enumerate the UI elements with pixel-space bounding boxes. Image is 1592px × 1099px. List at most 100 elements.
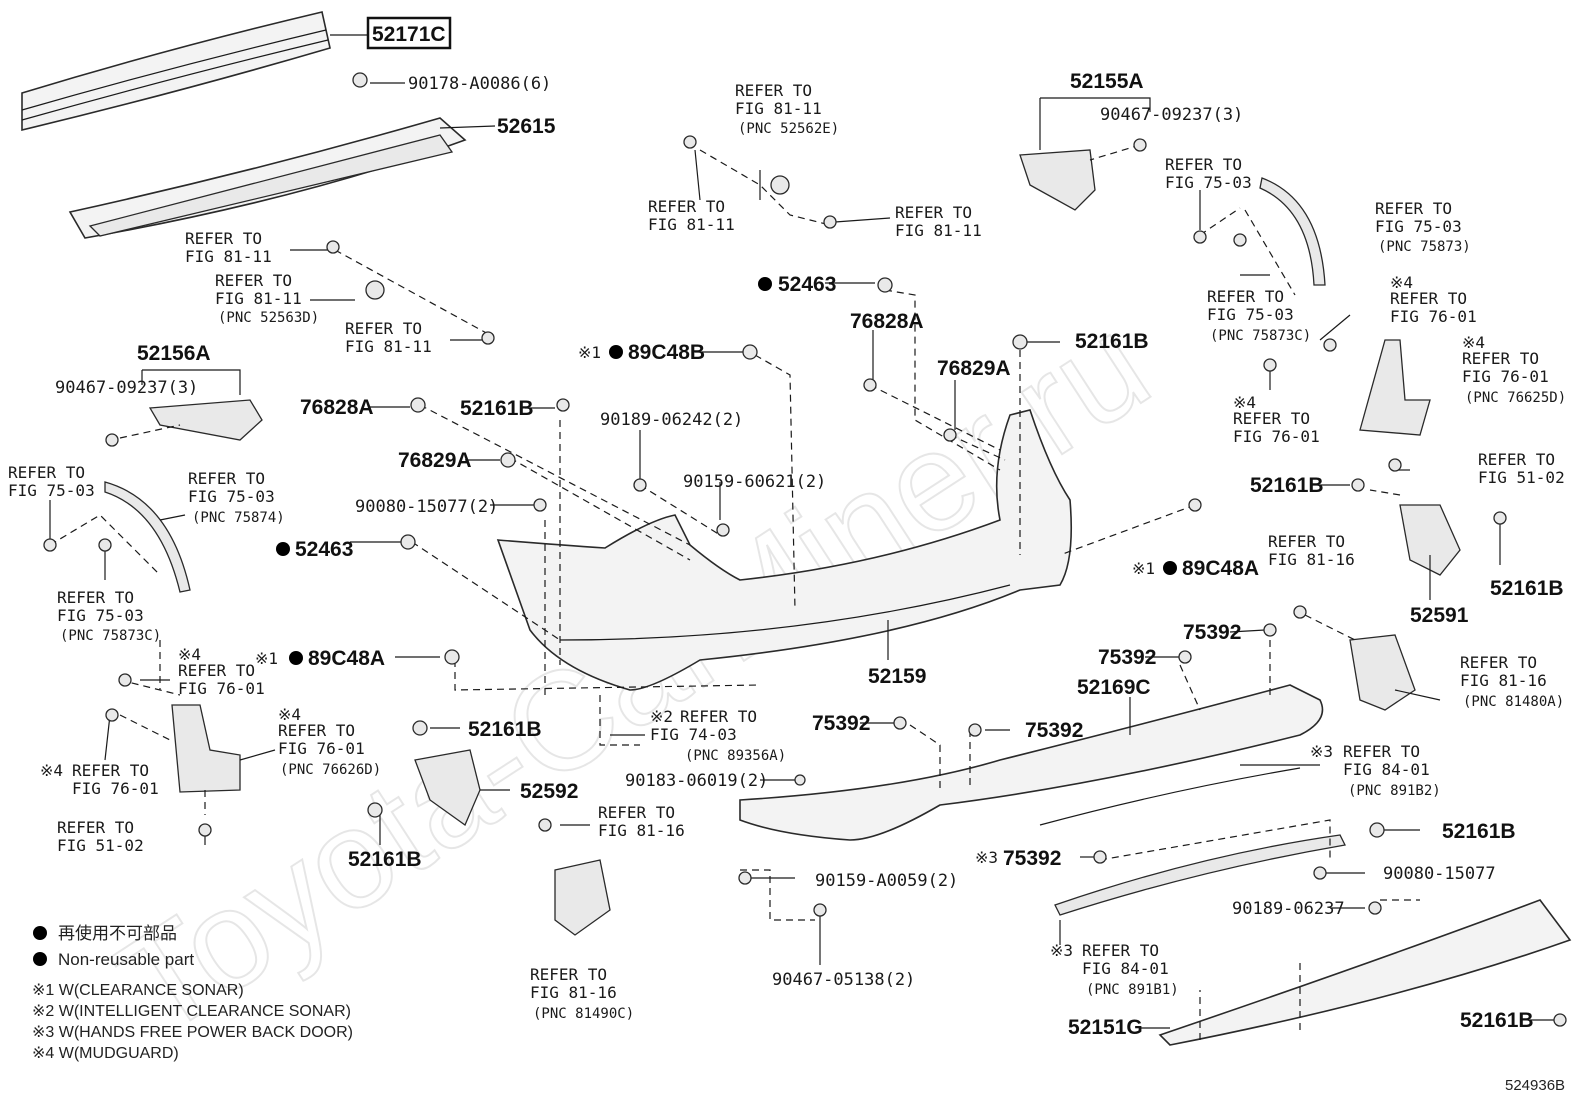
note4-mark-b: ※4 [1462,333,1485,352]
ref-76-01-a2[interactable]: FIG 76-01 [1390,307,1477,326]
note4-mark-c: ※4 [1233,393,1256,412]
ref-84-01-a1: REFER TO [1343,742,1420,761]
label-76828A-a[interactable]: 76828A [850,310,924,333]
note4-mark-a: ※4 [1390,273,1413,292]
label-52159[interactable]: 52159 [868,665,926,688]
legend-note1: ※1 W(CLEARANCE SONAR) [32,982,244,999]
ref-81-11-f2[interactable]: FIG 81-11 [895,221,982,240]
ref-84-01-b2[interactable]: FIG 84-01 [1082,959,1169,978]
ref-81-11-a2[interactable]: FIG 81-11 [185,247,272,266]
wire-harness [1039,767,1301,826]
label-90183[interactable]: 90183-06019(2) [625,771,768,791]
label-90467-c[interactable]: 90467-05138(2) [772,970,915,990]
ref-81-11-b1: REFER TO [215,271,292,290]
ref-75-03-e2[interactable]: FIG 75-03 [188,487,275,506]
label-90467-b[interactable]: 90467-09237(3) [55,378,198,398]
reinforcement-52171C[interactable] [21,11,331,132]
label-75392-c[interactable]: 75392 [1098,646,1156,669]
ref-76-01-f2[interactable]: FIG 76-01 [72,779,159,798]
ref-75-03-c2[interactable]: FIG 75-03 [1207,305,1294,324]
label-90178[interactable]: 90178-A0086(6) [408,74,551,94]
ref-74-03-2[interactable]: FIG 74-03 [650,725,737,744]
label-52151G[interactable]: 52151G [1068,1016,1143,1039]
label-52156A[interactable]: 52156A [137,342,211,365]
diagram-id: 524936B [1505,1077,1565,1094]
ref-81-11-d1: REFER TO [735,81,812,100]
ref-76-01-f1: REFER TO [72,761,149,780]
ref-75-03-d2[interactable]: FIG 75-03 [8,481,95,500]
ref-84-01-a2[interactable]: FIG 84-01 [1343,760,1430,779]
label-75392-b[interactable]: 75392 [1025,719,1083,742]
label-76829A-a[interactable]: 76829A [937,357,1011,380]
pnc-76626D: (PNC 76626D) [280,762,381,778]
bumper-cover-52159[interactable] [496,409,1073,691]
legend-non-reusable-jp: 再使用不可部品 [58,923,177,943]
label-52161B-g[interactable]: 52161B [1442,820,1516,843]
label-52161B-e[interactable]: 52161B [1250,474,1324,497]
cover-52151G[interactable] [1158,899,1572,1046]
label-52171C[interactable]: 52171C [372,23,446,46]
label-52161B-f[interactable]: 52161B [1490,577,1564,600]
ref-81-11-b2[interactable]: FIG 81-11 [215,289,302,308]
label-90467-a[interactable]: 90467-09237(3) [1100,105,1243,125]
ref-75-03-a2[interactable]: FIG 75-03 [1165,173,1252,192]
bracket-52591[interactable] [1399,504,1461,576]
label-90159-a[interactable]: 90159-60621(2) [683,472,826,492]
ref-76-01-d2[interactable]: FIG 76-01 [178,679,265,698]
label-90189-a[interactable]: 90189-06242(2) [600,410,743,430]
ref-81-11-c2[interactable]: FIG 81-11 [345,337,432,356]
ref-81-16-b2[interactable]: FIG 81-16 [1268,550,1355,569]
ref-76-01-c2[interactable]: FIG 76-01 [1233,427,1320,446]
label-75392-a[interactable]: 75392 [812,712,870,735]
absorber-52615[interactable] [68,117,467,239]
ref-75-03-b2[interactable]: FIG 75-03 [1375,217,1462,236]
ref-51-02-b2[interactable]: FIG 51-02 [57,836,144,855]
label-52161B-d[interactable]: 52161B [348,848,422,871]
label-75392-e[interactable]: 75392 [1003,847,1061,870]
bracket-52155A[interactable] [1019,149,1096,211]
label-52161B-c[interactable]: 52161B [468,718,542,741]
label-52169C[interactable]: 52169C [1077,676,1151,699]
pnc-75873C-a: (PNC 75873C) [1210,328,1311,344]
label-90159-b[interactable]: 90159-A0059(2) [815,871,958,891]
ref-81-16-a2[interactable]: FIG 81-16 [598,821,685,840]
label-89C48A-a[interactable]: 89C48A [308,647,385,670]
label-90080-a[interactable]: 90080-15077(2) [355,497,498,517]
note4-mark-d: ※4 [178,645,201,664]
ref-81-11-d2[interactable]: FIG 81-11 [735,99,822,118]
ref-84-01-b1: REFER TO [1082,941,1159,960]
label-76828A-b[interactable]: 76828A [300,396,374,419]
label-52155A[interactable]: 52155A [1070,70,1144,93]
liner-right [1259,177,1326,286]
ref-51-02-a2[interactable]: FIG 51-02 [1478,468,1565,487]
label-90189-b[interactable]: 90189-06237 [1232,899,1345,919]
label-90080-b[interactable]: 90080-15077 [1383,864,1496,884]
bracket-52592[interactable] [414,749,481,826]
ref-81-11-e2[interactable]: FIG 81-11 [648,215,735,234]
label-52161B-b[interactable]: 52161B [460,397,534,420]
ref-76-01-b2[interactable]: FIG 76-01 [1462,367,1549,386]
label-52463-b[interactable]: 52463 [295,538,353,561]
pnc-75874: (PNC 75874) [192,510,285,526]
pnc-52562E: (PNC 52562E) [738,121,839,137]
legend-non-reusable-en: Non-reusable part [58,950,194,969]
ref-81-16-c2[interactable]: FIG 81-16 [1460,671,1547,690]
bracket-52156A[interactable] [148,399,263,441]
label-76829A-b[interactable]: 76829A [398,449,472,472]
note3-mark-a: ※3 [1310,742,1333,761]
label-52615[interactable]: 52615 [497,115,556,138]
label-52463-a[interactable]: 52463 [778,273,836,296]
ref-81-16-d2[interactable]: FIG 81-16 [530,983,617,1002]
label-52161B-h[interactable]: 52161B [1460,1009,1534,1032]
ref-76-01-e2[interactable]: FIG 76-01 [278,739,365,758]
label-52161B-a[interactable]: 52161B [1075,330,1149,353]
ref-75-03-f2[interactable]: FIG 75-03 [57,606,144,625]
label-75392-d[interactable]: 75392 [1183,621,1241,644]
label-52591[interactable]: 52591 [1410,604,1469,627]
non-reusable-dot-b [609,345,623,359]
label-89C48B[interactable]: 89C48B [628,341,705,364]
lower-bumper-52169C[interactable] [739,684,1324,841]
label-52592[interactable]: 52592 [520,780,578,803]
lamp-left [554,859,611,936]
label-89C48A-b[interactable]: 89C48A [1182,557,1259,580]
